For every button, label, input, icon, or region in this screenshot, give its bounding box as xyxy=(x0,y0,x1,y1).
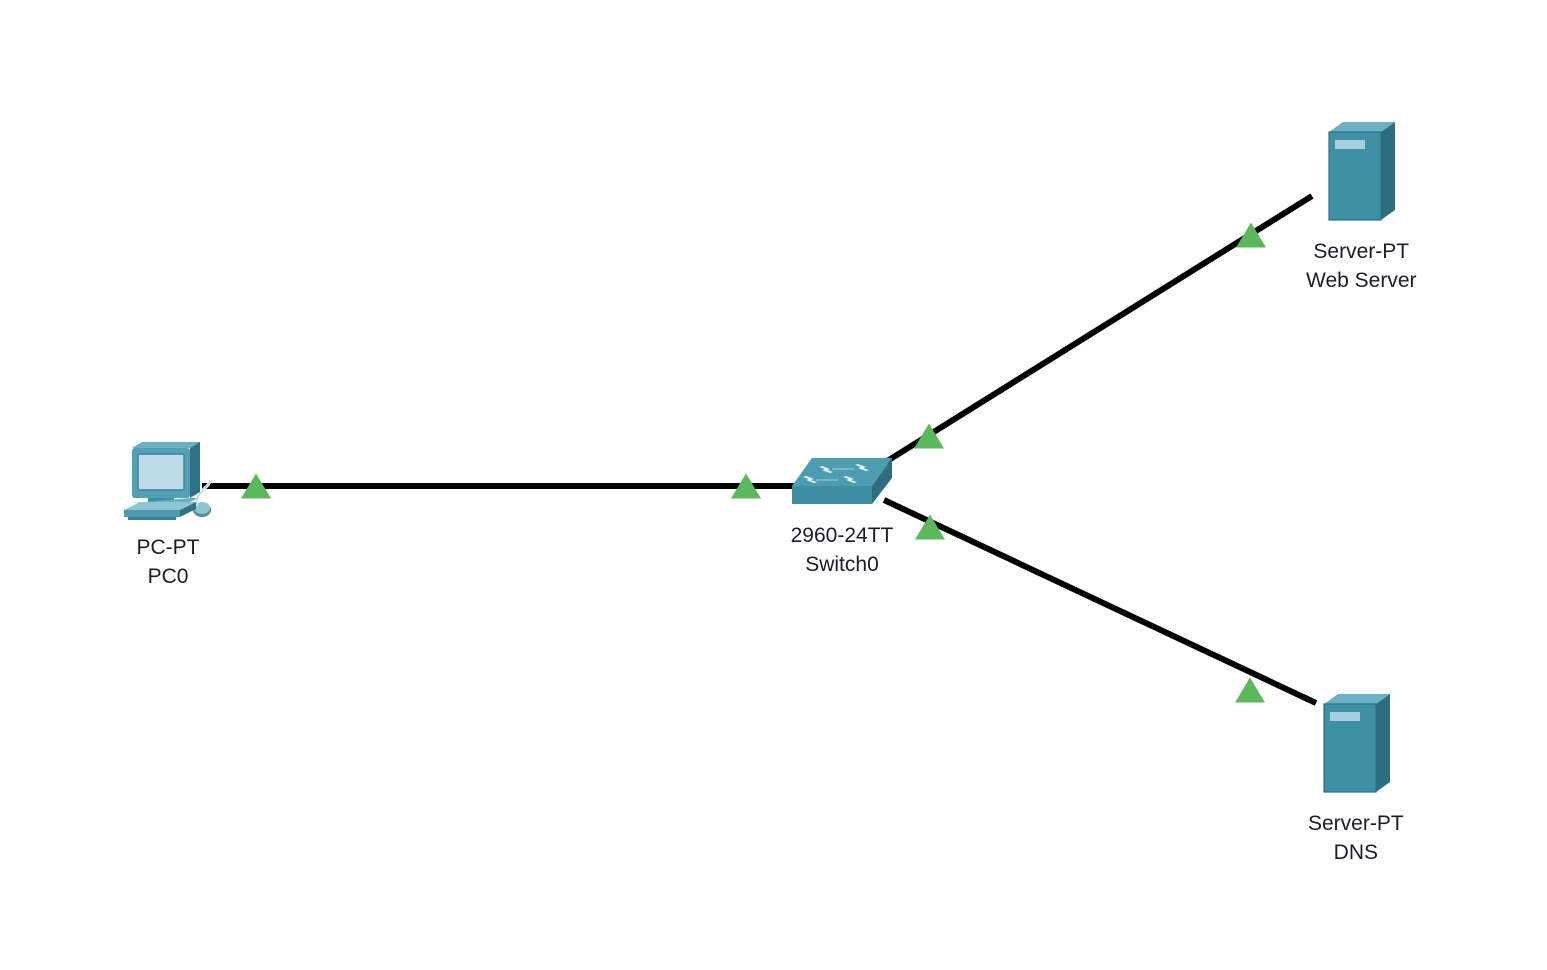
device-label-pc0: PC-PT PC0 xyxy=(137,533,200,591)
device-name: PC0 xyxy=(147,565,189,588)
server-icon[interactable] xyxy=(1316,690,1396,805)
link-line[interactable] xyxy=(882,497,1318,706)
device-model: PC-PT xyxy=(136,536,200,559)
device-model: Server-PT xyxy=(1308,812,1404,835)
device-label-dns-server: Server-PT DNS xyxy=(1308,809,1404,867)
device-name: DNS xyxy=(1333,841,1379,864)
device-switch0[interactable]: 2960-24TT Switch0 xyxy=(788,456,896,579)
device-name: Web Server xyxy=(1306,269,1417,292)
link-status-triangle xyxy=(914,423,944,449)
device-name: Switch0 xyxy=(805,553,879,576)
link-status-triangle xyxy=(1236,222,1266,248)
device-label-switch0: 2960-24TT Switch0 xyxy=(791,521,894,579)
device-dns-server[interactable]: Server-PT DNS xyxy=(1308,690,1404,867)
link-status-triangle xyxy=(1235,677,1265,703)
server-icon[interactable] xyxy=(1321,118,1401,233)
device-model: Server-PT xyxy=(1313,240,1410,263)
link-status-triangle xyxy=(915,514,945,540)
device-web-server[interactable]: Server-PT Web Server xyxy=(1306,118,1417,295)
link-status-triangle xyxy=(731,473,761,499)
link-line[interactable] xyxy=(874,193,1314,471)
device-pc0[interactable]: PC-PT PC0 xyxy=(118,440,218,591)
device-label-web-server: Server-PT Web Server xyxy=(1306,237,1417,295)
pc-icon[interactable] xyxy=(118,440,218,529)
switch-icon[interactable] xyxy=(788,456,896,517)
link-status-triangle xyxy=(241,473,271,499)
device-model: 2960-24TT xyxy=(790,524,894,547)
